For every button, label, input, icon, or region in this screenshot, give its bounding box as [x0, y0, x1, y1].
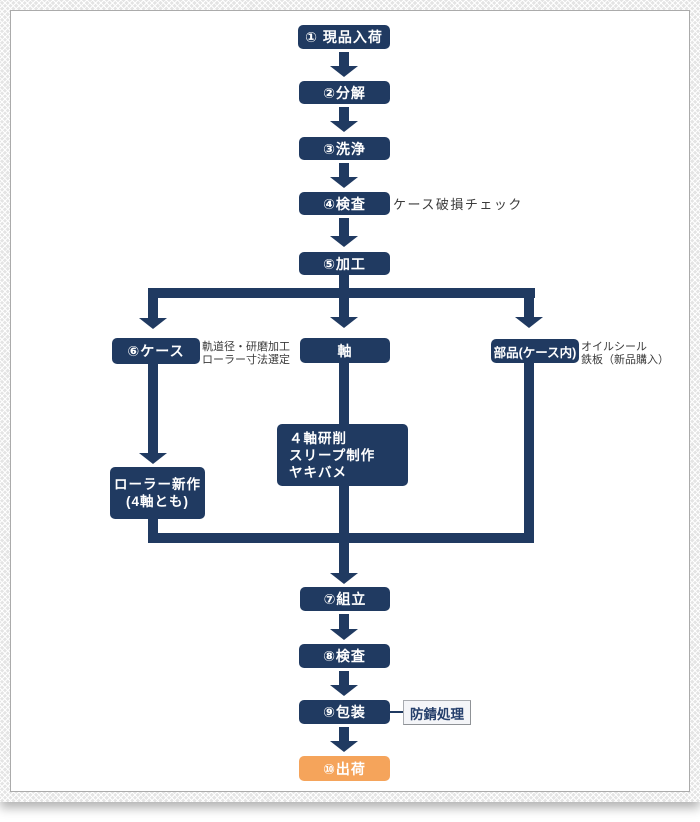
connector-line: [524, 363, 534, 543]
flowchart-canvas: ① 現品入荷 ②分解 ③洗浄 ④検査 ケース破損チェック ⑤加工: [11, 11, 689, 791]
sub-box-line: ４軸研削: [289, 430, 347, 446]
arrowhead-down-icon: [330, 629, 358, 640]
arrowhead-down-icon: [515, 317, 543, 328]
branch-merge-line: [148, 533, 534, 543]
sub-box-line: (4軸とも): [126, 494, 189, 509]
page-card: ① 現品入荷 ②分解 ③洗浄 ④検査 ケース破損チェック ⑤加工: [10, 10, 690, 792]
note-case-machining: 軌道径・研磨加工 ローラー寸法選定: [202, 341, 290, 367]
connector-line: [339, 163, 349, 177]
step-box-disassembly: ②分解: [299, 81, 390, 104]
branch-split-line: [148, 288, 535, 298]
step-box-shipping: ⑩出荷: [299, 756, 390, 781]
arrowhead-down-icon: [330, 121, 358, 132]
arrowhead-down-icon: [330, 573, 358, 584]
arrowhead-down-icon: [330, 317, 358, 328]
branch-box-parts: 部品(ケース内): [491, 339, 579, 363]
page-inner-panel: ① 現品入荷 ②分解 ③洗浄 ④検査 ケース破損チェック ⑤加工: [10, 10, 690, 792]
connector-line: [339, 298, 349, 317]
connector-line: [148, 364, 158, 453]
note-case-damage-check: ケース破損チェック: [393, 197, 523, 212]
connector-line: [339, 275, 349, 289]
connector-line: [339, 52, 349, 66]
arrowhead-down-icon: [139, 453, 167, 464]
connector-line: [339, 671, 349, 685]
sub-box-roller-remake: ローラー新作 (4軸とも): [110, 467, 205, 519]
arrowhead-down-icon: [330, 236, 358, 247]
step-box-washing: ③洗浄: [299, 137, 390, 160]
sub-box-shaft-grinding: ４軸研削 スリープ制作 ヤキバメ: [277, 424, 408, 486]
step-box-inspection-2: ⑧検査: [299, 644, 390, 668]
branch-box-case: ⑥ケース: [112, 338, 200, 364]
step-box-assembly: ⑦組立: [300, 587, 390, 611]
step-box-inspection-1: ④検査: [299, 192, 390, 215]
sub-box-line: ローラー新作: [114, 477, 201, 492]
step-box-packing: ⑨包装: [299, 700, 390, 724]
arrowhead-down-icon: [330, 177, 358, 188]
note-line: オイルシール: [581, 341, 647, 353]
connector-line: [339, 218, 349, 236]
callout-rustproofing: 防錆処理: [403, 700, 471, 725]
note-parts-purchase: オイルシール 鉄板（新品購入）: [581, 341, 669, 367]
connector-line: [524, 298, 534, 317]
sub-box-line: ヤキバメ: [289, 464, 347, 480]
connector-line: [148, 298, 158, 318]
note-line: ローラー寸法選定: [202, 354, 290, 366]
arrowhead-down-icon: [139, 318, 167, 329]
step-box-machining: ⑤加工: [299, 252, 390, 275]
note-line: 鉄板（新品購入）: [581, 354, 669, 366]
step-box-incoming: ① 現品入荷: [298, 25, 390, 49]
arrowhead-down-icon: [330, 685, 358, 696]
callout-connector-line: [390, 711, 403, 713]
connector-line: [339, 727, 349, 741]
connector-line: [339, 107, 349, 121]
connector-line: [339, 614, 349, 629]
connector-line: [148, 519, 158, 543]
note-line: 軌道径・研磨加工: [202, 341, 290, 353]
sub-box-line: スリープ制作: [289, 447, 376, 463]
arrowhead-down-icon: [330, 741, 358, 752]
branch-box-shaft: 軸: [300, 338, 390, 363]
arrowhead-down-icon: [330, 66, 358, 77]
